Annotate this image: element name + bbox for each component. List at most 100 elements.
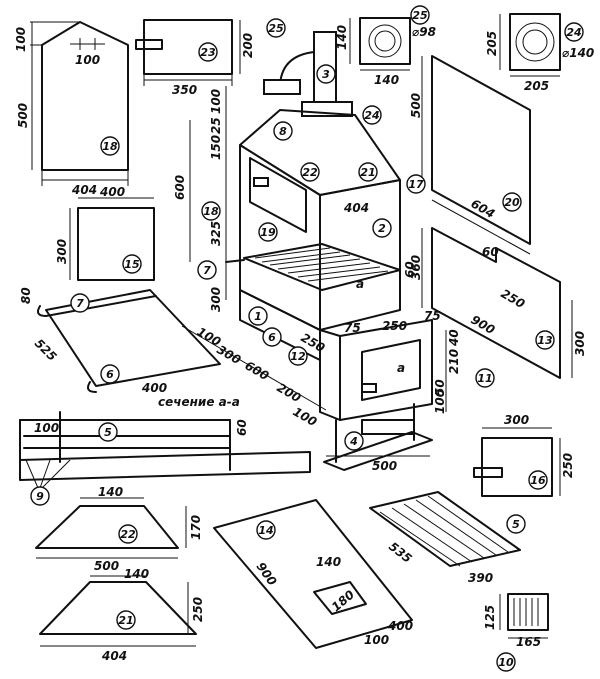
dim-18-top: 100: [14, 27, 28, 52]
dim-assy-25: 25: [209, 117, 223, 134]
dim-25-height: 140: [335, 25, 349, 50]
label-10: 10: [498, 656, 514, 669]
dim-13-top: 250: [499, 286, 528, 311]
label-23: 23: [200, 46, 216, 59]
dim-25-dia: ⌀98: [412, 25, 436, 39]
dim-assy-100: 100: [209, 89, 223, 114]
part-20-panel: 500 604 20: [409, 55, 531, 255]
dim-24-dia: ⌀140: [562, 46, 594, 60]
label-6: 6: [106, 368, 114, 381]
label-16: 16: [530, 474, 546, 487]
dim-13-right: 300: [573, 331, 587, 356]
part-16-plate: 300 250 16: [473, 413, 575, 497]
label-20: 20: [504, 196, 520, 209]
part-18-panel: 100 100 500 404 18: [14, 21, 129, 197]
dim-5-length: 535: [386, 539, 414, 565]
dim-22-top: 140: [98, 485, 123, 499]
label-5-sec: 5: [104, 426, 112, 439]
dim-stand-500: 500: [372, 459, 397, 473]
part-23-plate: 350 200 23: [135, 19, 255, 97]
label-15: 15: [124, 258, 140, 271]
dim-14-length: 900: [254, 560, 280, 589]
stove-assembly: 3 25 24 22 21 8 17 2 18 19: [197, 18, 495, 471]
dim-18-height: 500: [16, 103, 30, 128]
dim-assy-100c: 100: [291, 404, 320, 429]
dim-10-height: 125: [483, 605, 497, 630]
dim-assy-300: 300: [209, 287, 223, 312]
dim-sec-100: 100: [34, 421, 59, 435]
section-label: сечение а-а: [158, 395, 240, 409]
dim-15-height: 300: [55, 239, 69, 264]
label-6-assy: 6: [268, 331, 276, 344]
label-14: 14: [258, 524, 273, 537]
label-12: 12: [290, 350, 306, 363]
label-7-assy: 7: [203, 264, 211, 277]
dim-13-height: 360: [409, 255, 423, 280]
label-5: 5: [512, 518, 520, 531]
label-18-assy: 18: [203, 205, 219, 218]
part-10-grate: 125 165 10: [483, 593, 549, 672]
dim-16-width: 300: [504, 413, 529, 427]
label-2: 2: [378, 222, 386, 235]
label-11: 11: [477, 372, 492, 385]
dim-box-75b: 75: [424, 309, 441, 323]
label-24: 24: [364, 109, 379, 122]
part-13-panel: 360 60 250 900 300 13: [409, 227, 587, 379]
dim-6-depth: 525: [32, 336, 60, 364]
dim-assy-325: 325: [209, 221, 223, 246]
dim-21-top: 140: [124, 567, 149, 581]
part-21-trapezoid: 140 250 404 21: [39, 567, 205, 663]
dim-13-length: 900: [469, 312, 498, 337]
label-13: 13: [537, 334, 553, 347]
label-21b: 21: [118, 614, 133, 627]
part-25-flange: 140 140 ⌀98 25: [335, 5, 436, 87]
part-24-flange: 205 205 ⌀140 24: [485, 13, 594, 93]
dim-box-75a: 75: [344, 321, 361, 335]
label-24a: 24: [566, 26, 581, 39]
dim-21-width: 404: [101, 649, 127, 663]
dim-6-width: 400: [141, 381, 167, 395]
part-6-shelf: 7 80 525 400 6: [19, 287, 221, 395]
label-4: 4: [349, 435, 358, 448]
dim-24-width: 205: [524, 79, 549, 93]
dim-13-notch: 60: [482, 245, 499, 259]
label-17: 17: [408, 178, 424, 191]
label-25: 25: [268, 22, 284, 35]
label-9: 9: [36, 490, 44, 503]
dim-22-height: 170: [189, 515, 203, 540]
dim-15-width: 400: [99, 185, 125, 199]
label-22b: 22: [120, 528, 136, 541]
dim-10-width: 165: [516, 635, 541, 649]
dim-box-100: 100: [433, 389, 447, 414]
dim-assy-404: 404: [343, 201, 369, 215]
label-18: 18: [102, 140, 118, 153]
dim-assy-600b: 600: [243, 358, 272, 383]
dim-23-height: 200: [241, 33, 255, 58]
dim-22-width: 500: [94, 559, 119, 573]
dim-14-hole-w: 140: [316, 555, 341, 569]
part-22-trapezoid: 140 170 500 22: [35, 485, 203, 573]
dim-18-width: 404: [71, 183, 97, 197]
letter-a-door: a: [397, 361, 405, 375]
label-1: 1: [254, 310, 262, 323]
dim-assy-600: 600: [173, 175, 187, 200]
dim-16-height: 250: [561, 453, 575, 478]
dim-sec-60: 60: [235, 419, 249, 436]
dim-box-50: 50: [433, 379, 447, 396]
label-25a: 25: [412, 9, 428, 22]
part-14-plate: 900 140 180 100 400 14: [213, 499, 413, 649]
label-8: 8: [279, 125, 287, 138]
label-22: 22: [302, 166, 318, 179]
dim-20-height: 500: [409, 93, 423, 118]
dim-25-width: 140: [374, 73, 399, 87]
section-a-a: сечение а-а 100 60 5 9: [19, 395, 311, 506]
label-3: 3: [322, 68, 330, 81]
label-7: 7: [76, 297, 84, 310]
dim-6-rod: 80: [19, 287, 33, 304]
part-15-plate: 400 300 15: [55, 185, 155, 281]
label-21: 21: [360, 166, 375, 179]
letter-a-top: a: [356, 277, 364, 291]
dim-assy-200: 200: [275, 380, 304, 405]
dim-box-250: 250: [382, 319, 407, 333]
